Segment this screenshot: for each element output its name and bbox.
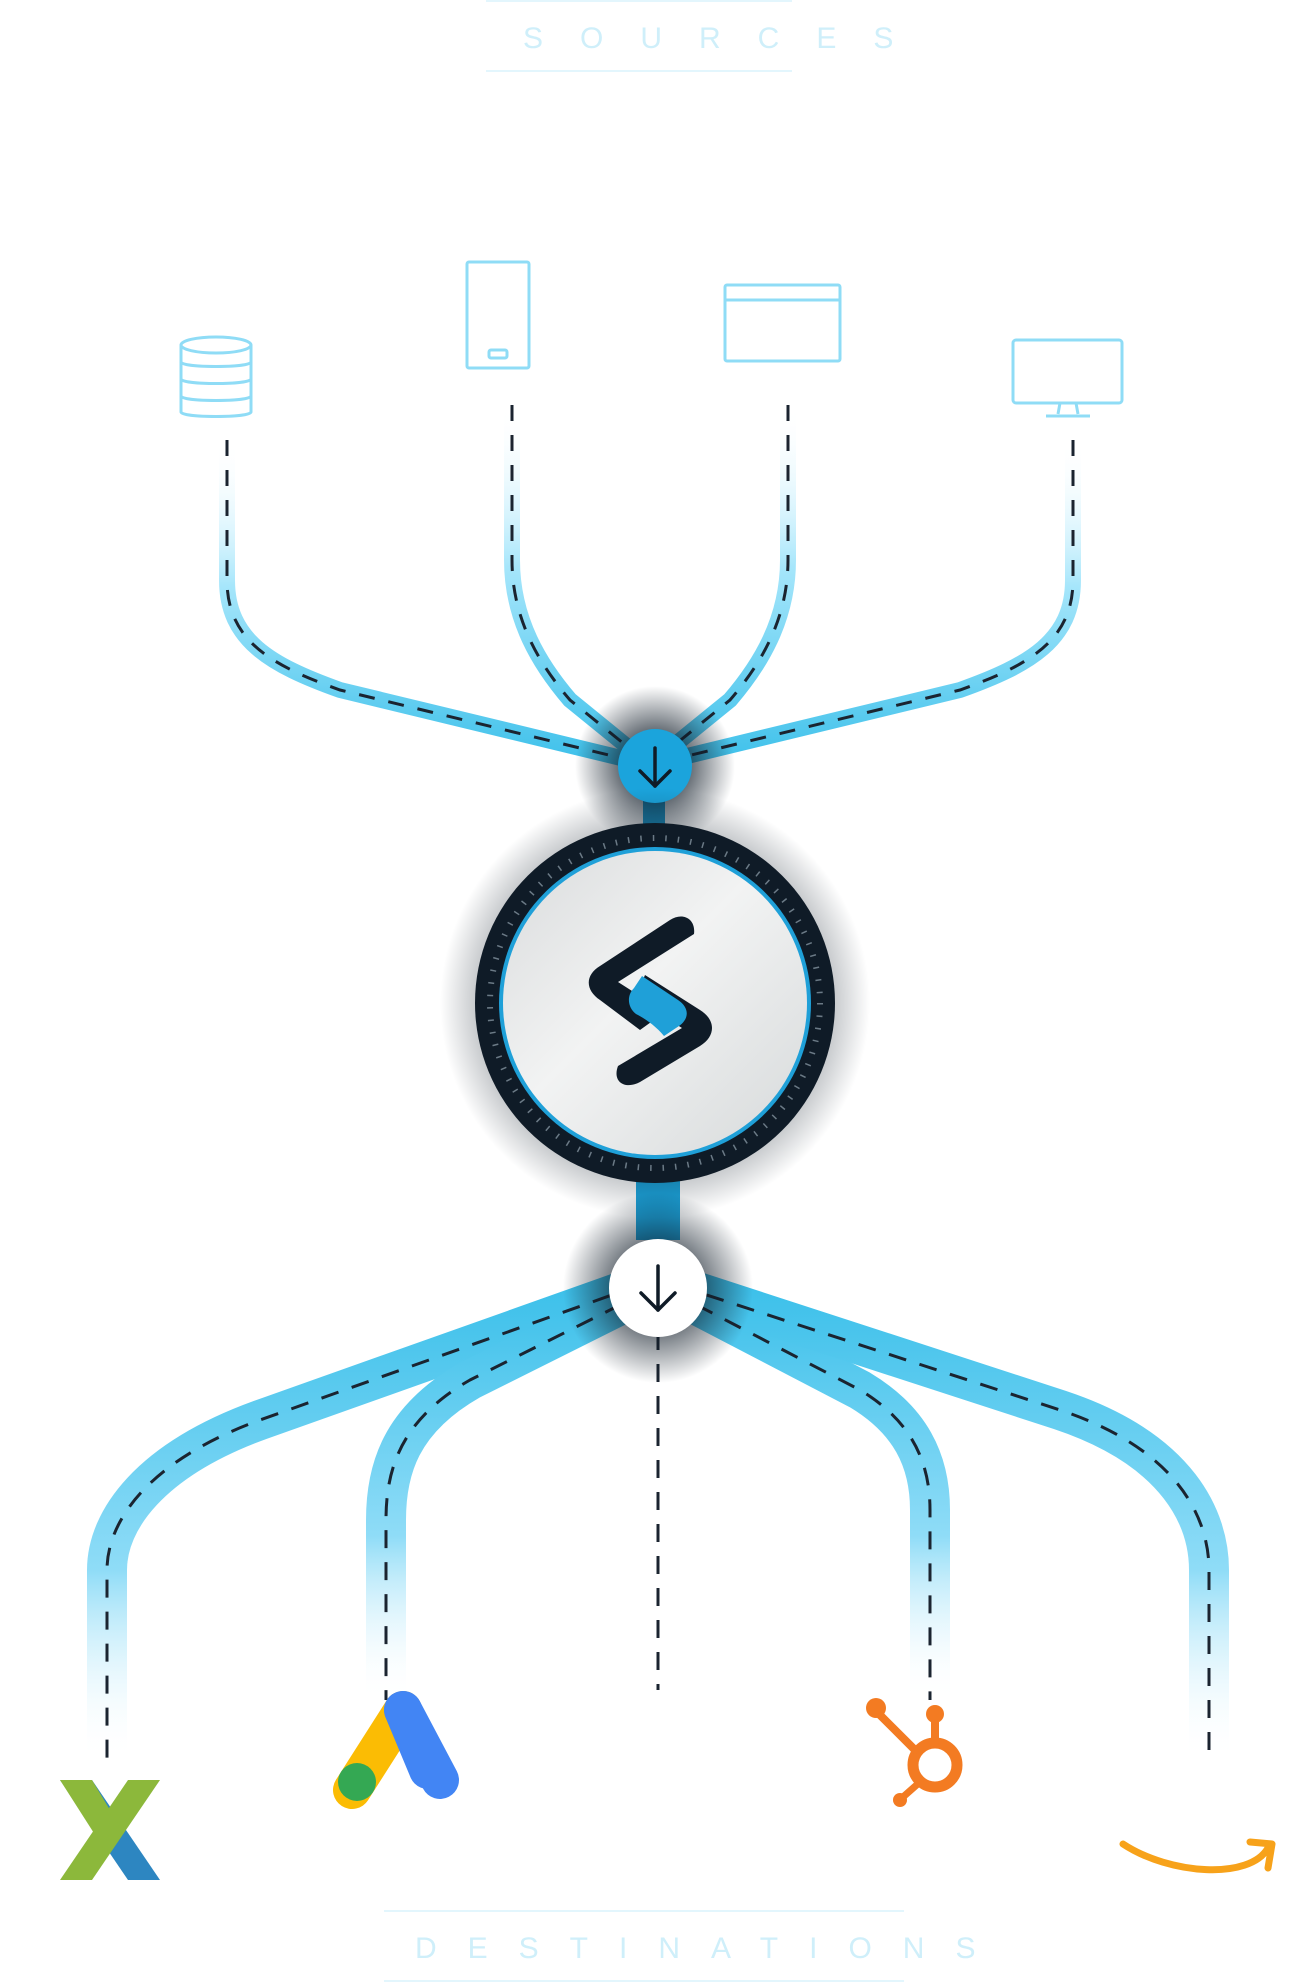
sources-rule-top — [486, 0, 792, 2]
destination-dash-5 — [675, 1283, 1211, 1760]
hubspot-logo-icon — [866, 1698, 963, 1807]
destination-dash-1 — [105, 1283, 641, 1760]
destination-dash-2 — [384, 1288, 651, 1700]
source-pipes — [219, 405, 1081, 773]
destinations-label: DESTINATIONS — [384, 1932, 975, 1966]
sources-label-text: SOURCES — [523, 22, 931, 55]
destinations-rule-bottom — [384, 1980, 904, 1982]
bottom-arrow-down-icon — [639, 1264, 677, 1312]
top-arrow-down-icon — [638, 746, 672, 788]
destinations-rule-top — [384, 1910, 904, 1912]
destinations-label-text: DESTINATIONS — [415, 1932, 1007, 1965]
database-icon — [179, 335, 253, 418]
google-ads-logo-icon — [333, 1691, 459, 1809]
sources-rule-bottom — [486, 70, 792, 72]
source-dash-3 — [649, 405, 790, 767]
amazon-smile-logo-icon — [1119, 1838, 1276, 1874]
sources-label-group: SOURCES — [486, 0, 893, 72]
browser-window-icon — [723, 283, 842, 363]
destinations-label-group: DESTINATIONS — [384, 1910, 975, 1982]
destination-dash-4 — [667, 1288, 932, 1700]
sources-label: SOURCES — [486, 22, 893, 56]
desktop-monitor-icon — [1011, 338, 1124, 418]
x-logo-icon — [60, 1780, 160, 1880]
source-dash-1 — [225, 440, 651, 767]
brand-s-logo-icon — [588, 916, 712, 1086]
source-dash-4 — [649, 440, 1075, 767]
hub-tick-ring — [487, 835, 823, 1171]
source-dash-2 — [510, 405, 651, 767]
mobile-device-icon — [465, 260, 531, 370]
